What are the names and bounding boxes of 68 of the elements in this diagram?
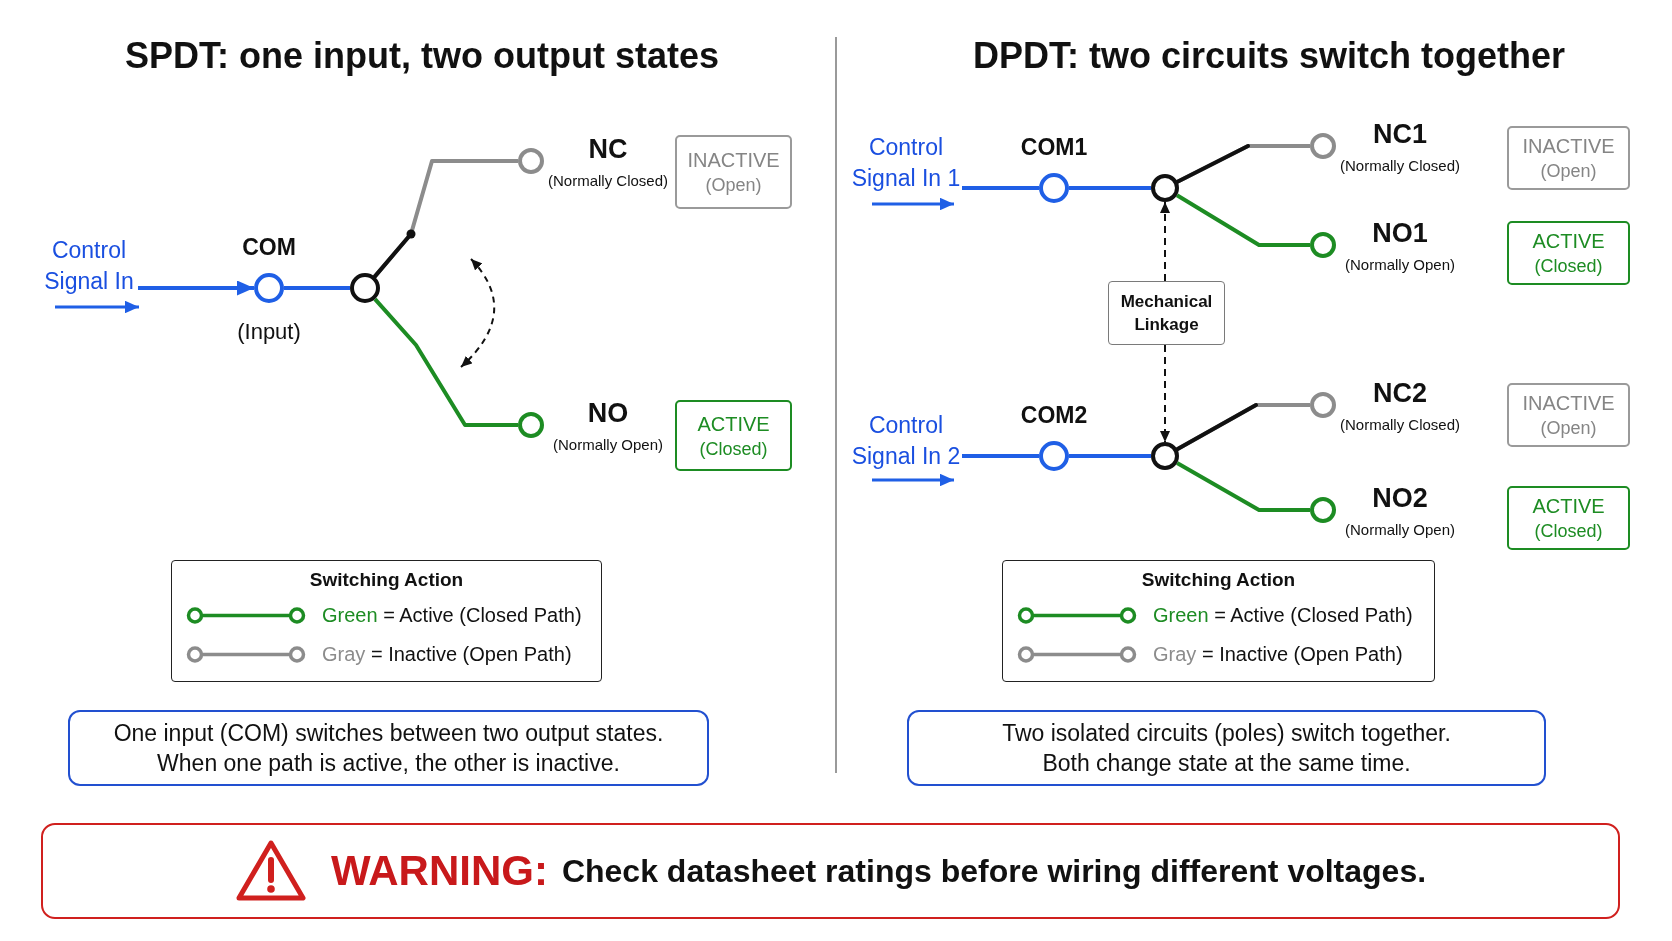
terminal-label: COM1	[1020, 133, 1088, 161]
note-text: One input (COM) switches between two output states. When one path is active, the other is inactive.	[112, 719, 665, 778]
terminal-label: COM	[242, 233, 296, 261]
wire	[1069, 454, 1151, 458]
linkage-label: Mechanical Linkage	[1119, 291, 1214, 336]
status-note: (Closed)	[699, 437, 768, 460]
legend-text: Gray = Inactive (Open Path)	[1153, 642, 1403, 666]
terminal-label: NO2	[1372, 483, 1428, 513]
terminal-label: NC	[588, 134, 628, 164]
pivot-circle	[1151, 442, 1179, 470]
status-note: (Closed)	[1534, 255, 1603, 277]
wire	[1175, 193, 1310, 247]
terminal-note: (Normally Open)	[553, 436, 663, 454]
warning-banner	[41, 823, 1620, 919]
pivot-circle	[350, 273, 380, 303]
pivot-circle	[1151, 174, 1179, 202]
warning-text: Check datasheet ratings before wiring different voltages.	[561, 852, 1427, 891]
terminal-note: (Normally Closed)	[1340, 416, 1460, 434]
terminal-note: (Normally Open)	[1345, 521, 1455, 539]
dashed-arrow	[1160, 344, 1170, 443]
note-box	[68, 710, 709, 786]
signal-label: Control Signal In 2	[850, 410, 962, 472]
status-box	[1507, 221, 1630, 285]
legend-title: Switching Action	[309, 568, 464, 592]
wire	[1069, 186, 1151, 190]
status-box	[1507, 383, 1630, 447]
status-note: (Open)	[705, 174, 762, 196]
legend-text: Gray = Inactive (Open Path)	[322, 642, 572, 666]
note-box	[907, 710, 1546, 786]
terminal-note: (Normally Closed)	[1340, 157, 1460, 175]
status-box	[1507, 126, 1630, 190]
status-box	[675, 400, 792, 471]
status-box	[675, 135, 792, 209]
terminal-note: (Input)	[237, 318, 301, 346]
wire	[962, 454, 1039, 458]
signal-label: Control Signal In	[40, 235, 138, 297]
warning-label: WARNING:	[330, 847, 548, 895]
terminal-label: NC1	[1373, 119, 1427, 149]
wire	[962, 186, 1039, 190]
terminal-label: COM2	[1020, 401, 1088, 429]
status-note: (Open)	[1540, 160, 1597, 182]
status-label: ACTIVE	[1532, 229, 1605, 253]
status-box	[1507, 486, 1630, 550]
status-label: INACTIVE	[1522, 134, 1615, 158]
wire	[373, 297, 518, 427]
panel-title: SPDT: one input, two output states	[125, 35, 719, 77]
status-label: INACTIVE	[1522, 391, 1615, 415]
wire	[1176, 461, 1310, 512]
status-note: (Closed)	[1534, 520, 1603, 542]
legend-text: Green = Active (Closed Path)	[322, 603, 582, 627]
linkage-box	[1108, 281, 1225, 345]
terminal-label: NO1	[1372, 218, 1428, 248]
wire	[284, 286, 350, 290]
panel-title: DPDT: two circuits switch together	[972, 35, 1566, 77]
status-label: ACTIVE	[1532, 494, 1605, 518]
terminal-label: NC2	[1373, 378, 1427, 408]
terminal-note: (Normally Open)	[1345, 256, 1455, 274]
status-label: INACTIVE	[687, 148, 780, 172]
status-note: (Open)	[1540, 417, 1597, 439]
legend-title: Switching Action	[1141, 568, 1296, 592]
signal-label: Control Signal In 1	[850, 132, 962, 194]
terminal-note: (Normally Closed)	[548, 172, 668, 190]
status-label: ACTIVE	[697, 411, 770, 436]
dashed-arrow	[1160, 201, 1170, 282]
note-text: Two isolated circuits (poles) switch together. Both change state at the same time.	[1001, 719, 1452, 778]
legend-text: Green = Active (Closed Path)	[1153, 603, 1413, 627]
terminal-label: NO	[587, 398, 629, 428]
arrow	[138, 280, 254, 296]
